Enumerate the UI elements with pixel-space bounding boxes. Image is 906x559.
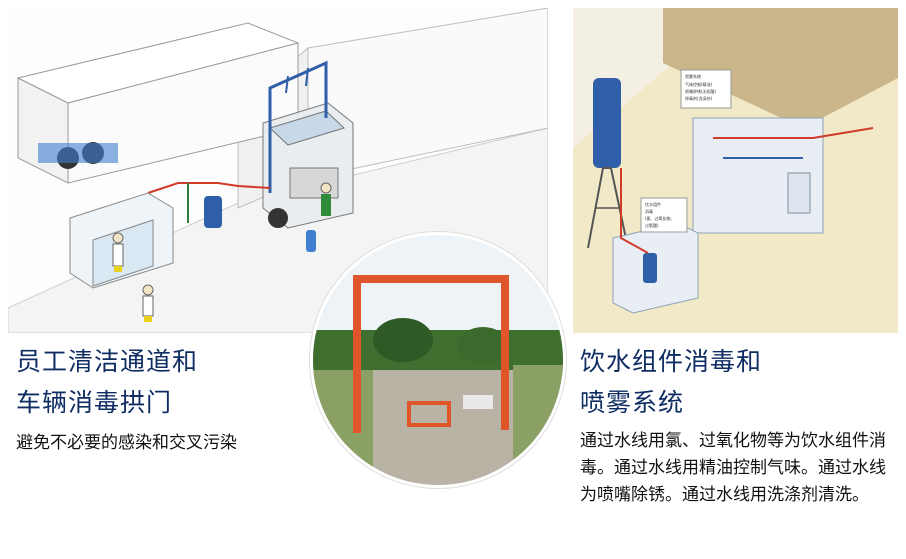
water-tower-tank [593, 78, 621, 168]
operator-suit [321, 194, 331, 216]
photo-barrier [463, 395, 493, 409]
water-pipe [147, 182, 271, 194]
barn-roof [663, 8, 898, 128]
staff-boots [114, 266, 122, 272]
left-title-line1: 员工清洁通道和 [16, 347, 199, 376]
truck-grille [289, 167, 339, 199]
barn-diagram: 喷雾系统 气味控制(精油) 喷嘴除锈(无机酸) 除毒剂(洗涤剂) 饮水组件 消毒… [573, 8, 898, 333]
arch-photo-inset [310, 232, 566, 488]
callout-water-line: 过氧酸) [645, 222, 659, 228]
photo-grass [513, 365, 563, 485]
callout-water-line: (氯、过氧化物、 [645, 215, 675, 221]
chemical-tank [204, 196, 222, 228]
photo-tree [373, 318, 433, 362]
staff-person [142, 284, 154, 296]
photo-arch-beam [353, 275, 509, 283]
photo-gate [407, 401, 451, 427]
truck-wheel [268, 208, 288, 228]
staff-suit [142, 295, 154, 317]
wheel-wash-basin [38, 143, 118, 163]
staff-boots [144, 316, 152, 322]
callout-water-title: 饮水组件 [645, 201, 661, 207]
callout-spray-system [680, 69, 732, 109]
callout-water-line: 消毒 [645, 208, 653, 214]
disinfection-arch-frame [268, 60, 328, 193]
water-line [713, 127, 874, 139]
callout-drinking-water [640, 197, 688, 233]
callout-spray-line: 气味控制(精油) [685, 81, 713, 87]
left-title-line2: 车辆消毒拱门 [16, 388, 173, 417]
arch-photo [313, 235, 563, 485]
spray-nozzle [305, 67, 309, 87]
right-title-line1: 饮水组件消毒和 [580, 347, 763, 376]
dosing-tank [643, 253, 657, 283]
photo-grass [313, 370, 373, 485]
spray-nozzle [285, 75, 289, 94]
truck-windshield [269, 110, 345, 146]
callout-spray-line: 除毒剂(洗涤剂) [685, 95, 713, 101]
callout-spray-title: 喷雾系统 [685, 73, 701, 79]
left-subtitle: 避免不必要的感染和交叉污染 [16, 433, 237, 453]
water-system-illustration: 喷雾系统 气味控制(精油) 喷嘴除锈(无机酸) 除毒剂(洗涤剂) 饮水组件 消毒… [573, 8, 898, 333]
right-title-line2: 喷雾系统 [580, 388, 685, 417]
photo-arch-post [353, 283, 361, 433]
barn-door [787, 172, 811, 214]
right-body-text: 通过水线用氯、过氧化物等为饮水组件消毒。通过水线用精油控制气味。通过水线为喷嘴除… [580, 431, 886, 505]
sprayer-unit [306, 230, 316, 252]
photo-tree [458, 327, 508, 363]
feed-pipe [620, 168, 649, 254]
operator-person [320, 182, 332, 194]
photo-arch-post [501, 275, 509, 430]
callout-spray-line: 喷嘴除锈(无机酸) [685, 88, 717, 94]
staff-person [112, 232, 124, 244]
staff-suit [112, 243, 124, 267]
